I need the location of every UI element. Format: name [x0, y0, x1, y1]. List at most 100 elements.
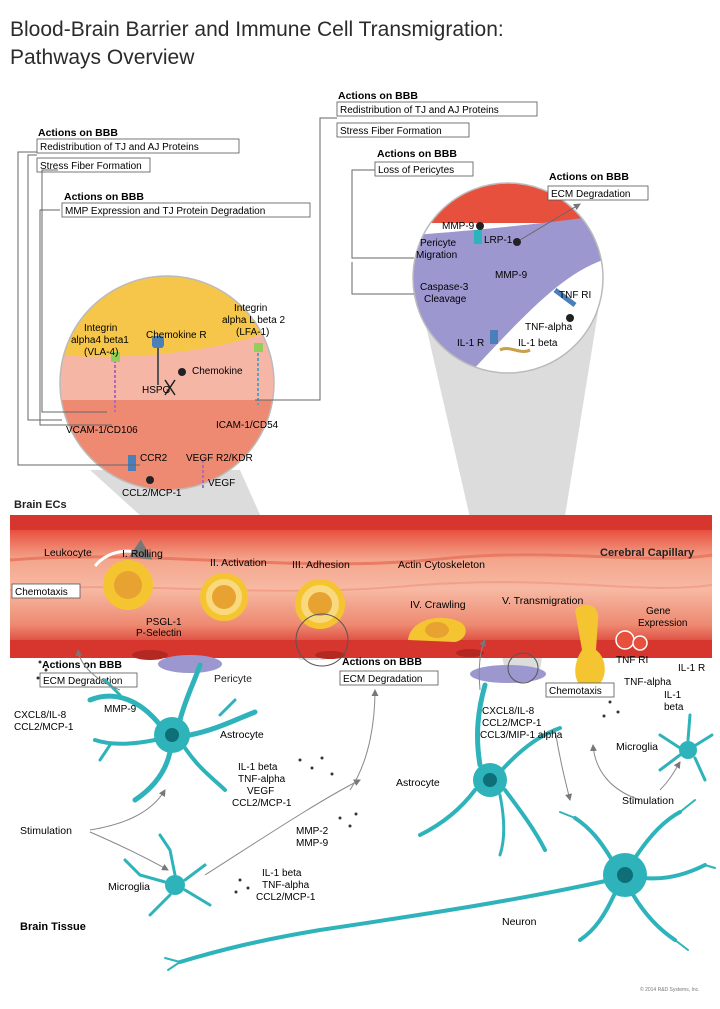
tissue-arrows: [75, 639, 681, 876]
box-header: Actions on BBB: [338, 90, 418, 102]
leukocyte-adhesion: [295, 579, 349, 667]
box-line: Stress Fiber Formation: [340, 126, 442, 137]
pericyte-label: Pericyte: [214, 673, 252, 685]
brain-tissue-label: Brain Tissue: [20, 921, 86, 933]
box-line: ECM Degradation: [551, 189, 630, 200]
hspg-label: HSPG: [142, 385, 171, 396]
connector-lines: [17, 117, 581, 466]
inflammation-gene-cluster: [615, 630, 648, 651]
leukocyte-rolling: [93, 539, 153, 610]
ccl2-circle-label: CCL2/MCP-1: [122, 488, 182, 499]
microglia-right-label: Microglia: [616, 741, 658, 753]
tnfa-right-label: TNF-alpha: [624, 677, 672, 688]
cxcl8-right-label: CXCL8/IL-8: [482, 706, 535, 717]
chemotaxis-box-right: Chemotaxis: [545, 682, 615, 698]
brain-ecs-label: Brain ECs: [14, 499, 67, 511]
beta-right-label: beta: [664, 702, 684, 713]
stage-rolling-label: I. Rolling: [122, 548, 163, 560]
title-line-1: Blood-Brain Barrier and Immune Cell Tran…: [10, 18, 504, 41]
box-line: Redistribution of TJ and AJ Proteins: [340, 105, 499, 116]
il1r-right-label: IL-1 R: [678, 663, 705, 674]
il1r-circle-label: IL-1 R: [457, 338, 484, 349]
actions-box-ecm-mid: Actions on BBB ECM Degradation: [339, 656, 439, 686]
actions-box-left-top: Actions on BBB Redistribution of TJ and …: [36, 127, 240, 173]
tnf-ri-circle-label: TNF RI: [559, 290, 591, 301]
vegf-r2-label: VEGF R2/KDR: [186, 453, 253, 464]
integrin-a4-label-2: alpha4 beta1: [71, 335, 129, 346]
chemokine-r-label: Chemokine R: [146, 330, 207, 341]
ccl2-left-label: CCL2/MCP-1: [14, 722, 74, 733]
box-header: Actions on BBB: [38, 127, 118, 139]
pericyte-migration-label-2: Migration: [416, 250, 457, 261]
chemokine-label: Chemokine: [192, 366, 243, 377]
tnfa-mid-label: TNF-alpha: [238, 774, 286, 785]
integrin-a4-label-1: Integrin: [84, 323, 117, 334]
box-line: Chemotaxis: [15, 587, 68, 598]
mmp2-label: MMP-2: [296, 826, 329, 837]
tnf-ri-right-label: TNF RI: [616, 655, 648, 666]
leukocyte-label: Leukocyte: [44, 547, 92, 559]
box-header: Actions on BBB: [549, 171, 629, 183]
pericyte-left: [158, 655, 222, 673]
box-line: Loss of Pericytes: [378, 165, 454, 176]
stage-adhesion-label: III. Adhesion: [292, 559, 350, 571]
neuron: [164, 799, 716, 971]
ccl3-right-label: CCL3/MIP-1 alpha: [480, 730, 563, 741]
stage-crawling-label: IV. Crawling: [410, 599, 466, 611]
copyright: © 2014 R&D Systems, Inc.: [640, 986, 700, 993]
vegf-label: VEGF: [208, 478, 235, 489]
mmp9-left-label: MMP-9: [104, 704, 137, 715]
astrocyte-left: [87, 662, 258, 803]
pselectin-label: P-Selectin: [136, 628, 182, 639]
pericyte-migration-label-1: Pericyte: [420, 238, 457, 249]
vcam-label: VCAM-1/CD106: [66, 425, 138, 436]
integrin-l-label-1: Integrin: [234, 303, 267, 314]
box-header: Actions on BBB: [64, 191, 144, 203]
actions-box-pericytes: Actions on BBB Loss of Pericytes: [374, 148, 474, 177]
box-line: ECM Degradation: [343, 674, 422, 685]
integrin-a4-label-3: (VLA-4): [84, 347, 118, 358]
microglia-right: [658, 713, 714, 782]
actions-box-ecm-left: Actions on BBB ECM Degradation: [39, 659, 138, 688]
page-title: Blood-Brain Barrier and Immune Cell Tran…: [10, 16, 504, 72]
box-line: Redistribution of TJ and AJ Proteins: [40, 142, 199, 153]
leukocyte-activation: [200, 573, 248, 621]
box-line: ECM Degradation: [43, 676, 122, 687]
box-line: MMP Expression and TJ Protein Degradatio…: [65, 206, 265, 217]
tnf-alpha-circle-label: TNF-alpha: [525, 322, 573, 333]
mmp9-right-circle-label-2: MMP-9: [495, 270, 528, 281]
actions-box-left-mid: Actions on BBB MMP Expression and TJ Pro…: [61, 191, 311, 218]
stimulation-right-label: Stimulation: [622, 795, 674, 807]
gene-expression-label-2: Expression: [638, 618, 687, 629]
cerebral-capillary-label: Cerebral Capillary: [600, 547, 695, 559]
ccl2-right-label: CCL2/MCP-1: [482, 718, 542, 729]
microglia-left: [123, 833, 212, 917]
signal-molecule-dots: [36, 660, 620, 894]
leukocyte-transmigrating: [507, 604, 605, 690]
ccr2-label: CCR2: [140, 453, 168, 464]
astrocyte-left-label: Astrocyte: [220, 729, 264, 741]
il1-right-label: IL-1: [664, 690, 682, 701]
stage-transmigration-label: V. Transmigration: [502, 595, 583, 607]
title-line-2: Pathways Overview: [10, 46, 195, 69]
astrocyte-right: [418, 682, 562, 857]
chemotaxis-box-left: Chemotaxis: [11, 583, 81, 599]
stimulation-left-label: Stimulation: [20, 825, 72, 837]
astrocyte-right-label: Astrocyte: [396, 777, 440, 789]
zoom-circle-left: [59, 275, 275, 491]
integrin-l-label-3: (LFA-1): [236, 327, 269, 338]
integrin-l-label-2: alpha L beta 2: [222, 315, 285, 326]
il1b-low-label: IL-1 beta: [262, 868, 302, 879]
box-header: Actions on BBB: [377, 148, 457, 160]
mmp9-right-circle-label: MMP-9: [442, 221, 475, 232]
cxcl8-left-label: CXCL8/IL-8: [14, 710, 67, 721]
gene-expression-label-1: Gene: [646, 606, 671, 617]
caspase-label-2: Cleavage: [424, 294, 467, 305]
ccl2-low-label: CCL2/MCP-1: [256, 892, 316, 903]
actin-cytoskeleton-label: Actin Cytoskeleton: [398, 559, 485, 571]
zoom-circle-right: [412, 182, 604, 374]
icam-label: ICAM-1/CD54: [216, 420, 279, 431]
il1beta-circle-label: IL-1 beta: [518, 338, 558, 349]
box-line: Chemotaxis: [549, 686, 602, 697]
